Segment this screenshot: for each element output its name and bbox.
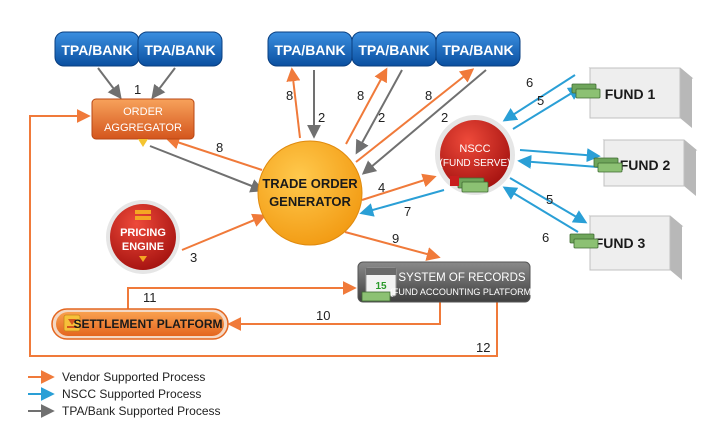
arrow-records-to-settlement-10 [227, 300, 441, 331]
step-number: 7 [404, 204, 411, 219]
tpa-bank-box-4: TPA/BANK [351, 31, 437, 67]
settlement-label: SETTLEMENT PLATFORM [73, 317, 222, 331]
generator-label-line2: GENERATOR [269, 194, 351, 209]
tpa-bank-label: TPA/BANK [358, 42, 429, 58]
down-arrow-icon [139, 256, 147, 262]
nscc-fund-serve: NSCC (FUND SERVE) [435, 115, 515, 195]
aggregator-pointer-icon [138, 139, 148, 147]
step-number: 8 [216, 140, 223, 155]
arrow-nscc-to-generator-7 [359, 189, 445, 217]
records-label-line1: SYSTEM OF RECORDS [398, 272, 525, 284]
arrow-records-to-aggregator-12 [29, 109, 498, 357]
step-number: 6 [542, 230, 549, 245]
nscc-label-line1: NSCC [459, 143, 490, 155]
equals-icon [135, 210, 151, 214]
legend-item-vendor: Vendor Supported Process [28, 370, 205, 384]
arrow-tpa2-to-aggregator [151, 67, 176, 100]
tpa-bank-label: TPA/BANK [442, 42, 513, 58]
fund-label: FUND 1 [605, 86, 656, 102]
step-number: 8 [286, 88, 293, 103]
arrow-aggregator-to-generator [149, 145, 265, 193]
tpa-bank-label: TPA/BANK [61, 42, 132, 58]
aggregator-label-line2: AGGREGATOR [104, 122, 182, 134]
tpa-bank-label: TPA/BANK [274, 42, 345, 58]
step-number: 3 [190, 250, 197, 265]
arrow-tpa5-to-generator-2 [361, 69, 487, 175]
step-number: 5 [546, 192, 553, 207]
system-of-records: 15 SYSTEM OF RECORDS (FUND ACCOUNTING PL… [357, 261, 534, 303]
step-number: 4 [378, 180, 385, 195]
aggregator-label-line1: ORDER [123, 106, 163, 118]
fund-label: FUND 3 [595, 235, 646, 251]
tpa-bank-box-3: TPA/BANK [267, 31, 353, 67]
download-icon [63, 314, 81, 332]
legend-label: NSCC Supported Process [62, 387, 201, 401]
step-number: 2 [378, 110, 385, 125]
cash-icon [361, 291, 391, 302]
arrow-generator-to-tpa3-8 [286, 67, 301, 139]
step-number: 1 [134, 82, 141, 97]
step-number: 2 [318, 110, 325, 125]
arrow-generator-to-aggregator-8 [165, 135, 263, 171]
step-number: 11 [143, 290, 157, 305]
cash-icon [569, 233, 599, 249]
nscc-label-line2: (FUND SERVE) [440, 158, 511, 169]
pricing-engine: PRICING ENGINE [106, 200, 180, 274]
arrow-generator-to-tpa5-8 [355, 68, 475, 163]
arrow-nscc-to-fund3-5 [509, 177, 588, 224]
pricing-label-line2: ENGINE [122, 241, 164, 253]
arrow-nscc-to-fund2 [519, 148, 601, 163]
step-numbers: 1 8 8 2 8 2 8 2 3 4 7 9 6 5 5 6 11 10 12 [134, 75, 553, 355]
arrow-generator-to-tpa4-8 [345, 67, 388, 145]
arrow-nscc-to-fund1-5 [512, 86, 583, 130]
records-label-line2: (FUND ACCOUNTING PLATFORM) [390, 287, 534, 297]
tpa-bank-box-5: TPA/BANK [435, 31, 521, 67]
calendar-icon: 15 [361, 267, 397, 302]
step-number: 8 [357, 88, 364, 103]
settlement-platform: SETTLEMENT PLATFORM [51, 308, 229, 340]
order-aggregator: ORDER AGGREGATOR [91, 98, 195, 147]
step-number: 12 [476, 340, 490, 355]
step-number: 5 [537, 93, 544, 108]
arrow-tpa1-to-aggregator [97, 67, 122, 100]
pricing-label-line1: PRICING [120, 227, 166, 239]
cash-icon [571, 83, 601, 99]
arrow-generator-to-nscc-4 [361, 173, 437, 201]
legend-item-tpa: TPA/Bank Supported Process [28, 404, 221, 418]
arrow-tpa4-to-generator-2 [355, 69, 403, 155]
calendar-day: 15 [375, 281, 387, 292]
arrow-generator-to-records-9 [344, 231, 441, 261]
fund-label: FUND 2 [620, 157, 671, 173]
step-number: 10 [316, 308, 330, 323]
arrows [29, 67, 601, 357]
generator-label-line1: TRADE ORDER [262, 176, 358, 191]
arrow-fund1-to-nscc-6 [502, 74, 576, 122]
trade-order-generator: TRADE ORDER GENERATOR [257, 140, 363, 246]
fund-3: FUND 3 [569, 215, 684, 280]
tpa-bank-label: TPA/BANK [144, 42, 215, 58]
step-number: 6 [526, 75, 533, 90]
cash-icon [450, 176, 489, 193]
legend: Vendor Supported Process NSCC Supported … [28, 370, 221, 418]
arrow-settlement-to-records-11 [127, 281, 357, 310]
arrow-fund2-to-nscc [517, 154, 599, 169]
arrow-pricing-to-generator-3 [181, 213, 267, 251]
step-number: 8 [425, 88, 432, 103]
legend-item-nscc: NSCC Supported Process [28, 387, 201, 401]
tpa-bank-box-1: TPA/BANK [54, 31, 140, 67]
legend-label: TPA/Bank Supported Process [62, 404, 221, 418]
legend-label: Vendor Supported Process [62, 370, 205, 384]
step-number: 9 [392, 231, 399, 246]
step-number: 2 [441, 110, 448, 125]
arrow-fund3-to-nscc-6 [502, 186, 579, 233]
cash-icon [593, 157, 623, 173]
fund-2: FUND 2 [593, 139, 698, 196]
tpa-bank-box-2: TPA/BANK [137, 31, 223, 67]
fund-1: FUND 1 [571, 67, 694, 128]
tpa-bank-row: TPA/BANK TPA/BANK TPA/BANK TPA/BANK TPA/… [54, 31, 521, 67]
